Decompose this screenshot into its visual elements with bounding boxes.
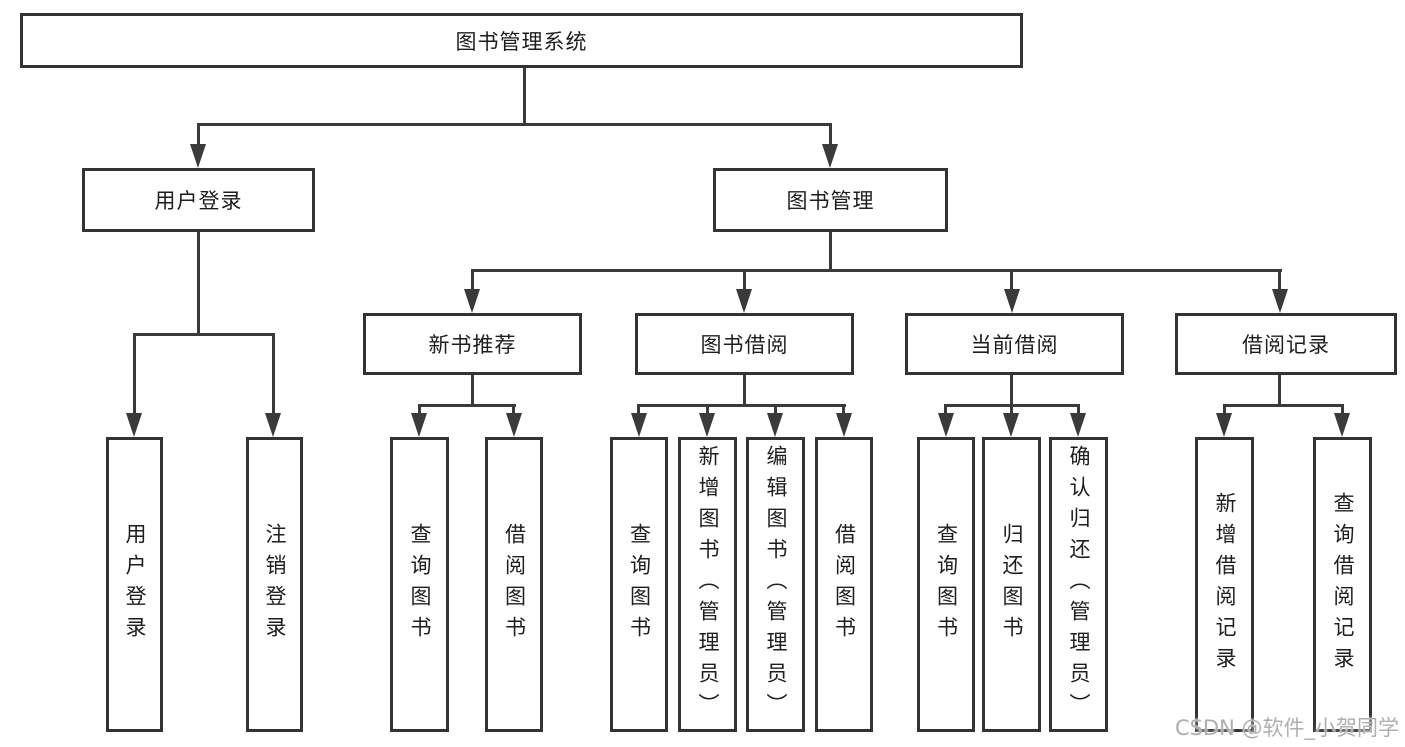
node-bb-search-book: 查询图书 <box>610 437 668 732</box>
arrow-down-icon <box>1272 289 1288 313</box>
connector-line <box>471 375 474 407</box>
arrow-down-icon <box>506 413 522 437</box>
connector-line <box>418 404 516 407</box>
node-borrow-records-label: 借阅记录 <box>1242 333 1330 357</box>
node-logout-leaf-label: 注销登录 <box>263 522 287 647</box>
connector-line <box>197 232 200 335</box>
node-book-mgmt-label: 图书管理 <box>786 189 875 213</box>
node-rec-borrow-book-label: 借阅图书 <box>502 522 527 647</box>
node-cb-search-book-label: 查询图书 <box>934 522 959 647</box>
connector-line <box>743 269 746 292</box>
node-bb-add-book-label: 新增图书（管理员） <box>696 445 720 724</box>
connector-line <box>1223 404 1226 416</box>
arrow-down-icon <box>1070 413 1086 437</box>
node-new-book-rec: 新书推荐 <box>363 313 582 375</box>
arrow-down-icon <box>631 413 647 437</box>
connector-line <box>842 404 845 416</box>
node-br-add-record-label: 新增借阅记录 <box>1213 491 1237 678</box>
arrow-down-icon <box>126 413 142 437</box>
connector-line <box>197 123 832 126</box>
connector-line <box>1341 404 1344 416</box>
node-borrow-records: 借阅记录 <box>1175 313 1397 375</box>
arrow-down-icon <box>822 144 838 168</box>
connector-line <box>471 269 1282 272</box>
arrow-down-icon <box>836 413 852 437</box>
connector-line <box>1278 269 1281 292</box>
arrow-down-icon <box>464 289 480 313</box>
connector-line <box>1223 404 1344 407</box>
node-bb-borrow-book-label: 借阅图书 <box>832 522 857 647</box>
connector-line <box>1278 375 1281 407</box>
connector-line <box>133 333 275 336</box>
connector-line <box>829 232 832 272</box>
node-bb-search-book-label: 查询图书 <box>627 522 652 647</box>
node-user-login: 用户登录 <box>82 168 315 232</box>
connector-line <box>418 404 421 416</box>
node-logout-leaf: 注销登录 <box>246 437 303 732</box>
node-cb-confirm-return: 确认归还（管理员） <box>1049 437 1108 732</box>
connector-line <box>512 404 515 416</box>
node-bb-add-book: 新增图书（管理员） <box>678 437 737 732</box>
connector-line <box>1010 375 1013 407</box>
arrow-down-icon <box>767 413 783 437</box>
connector-line <box>523 67 526 126</box>
node-cb-search-book: 查询图书 <box>917 437 975 732</box>
connector-line <box>944 404 947 416</box>
node-login-leaf-label: 用户登录 <box>123 522 147 647</box>
arrow-down-icon <box>190 144 206 168</box>
node-rec-borrow-book: 借阅图书 <box>485 437 543 732</box>
connector-line <box>471 269 474 292</box>
node-bb-edit-book-label: 编辑图书（管理员） <box>764 445 788 724</box>
connector-line <box>706 404 709 416</box>
node-current-borrow: 当前借阅 <box>905 313 1124 375</box>
connector-line <box>272 333 275 415</box>
connector-line <box>1010 269 1013 292</box>
connector-line <box>1010 404 1013 416</box>
node-br-add-record: 新增借阅记录 <box>1195 437 1254 732</box>
node-rec-search-book: 查询图书 <box>390 437 449 732</box>
node-bb-edit-book: 编辑图书（管理员） <box>746 437 805 732</box>
node-cb-return-book: 归还图书 <box>982 437 1041 732</box>
arrow-down-icon <box>1334 413 1350 437</box>
node-book-borrow-label: 图书借阅 <box>700 333 789 357</box>
arrow-down-icon <box>411 413 427 437</box>
connector-line <box>774 404 777 416</box>
node-current-borrow-label: 当前借阅 <box>970 333 1059 357</box>
node-cb-confirm-return-label: 确认归还（管理员） <box>1067 445 1091 724</box>
node-bb-borrow-book: 借阅图书 <box>815 437 873 732</box>
node-br-search-record: 查询借阅记录 <box>1313 437 1372 732</box>
node-root: 图书管理系统 <box>20 13 1023 68</box>
connector-line <box>637 404 640 416</box>
arrow-down-icon <box>1216 413 1232 437</box>
connector-line <box>637 404 846 407</box>
connector-line <box>197 123 200 149</box>
node-cb-return-book-label: 归还图书 <box>1000 522 1024 647</box>
node-book-mgmt: 图书管理 <box>713 168 948 232</box>
node-root-label: 图书管理系统 <box>455 29 588 54</box>
node-br-search-record-label: 查询借阅记录 <box>1331 491 1355 678</box>
csdn-watermark: CSDN @软件_小贺同学 <box>1174 716 1399 740</box>
arrow-down-icon <box>1003 413 1019 437</box>
arrow-down-icon <box>265 413 281 437</box>
node-rec-search-book-label: 查询图书 <box>408 522 432 647</box>
arrow-down-icon <box>699 413 715 437</box>
connector-line <box>1077 404 1080 416</box>
node-book-borrow: 图书借阅 <box>635 313 854 375</box>
connector-line <box>133 333 136 415</box>
arrow-down-icon <box>736 289 752 313</box>
node-new-book-rec-label: 新书推荐 <box>428 333 517 357</box>
connector-line <box>743 375 746 407</box>
node-login-leaf: 用户登录 <box>106 437 163 732</box>
arrow-down-icon <box>938 413 954 437</box>
arrow-down-icon <box>1004 289 1020 313</box>
node-user-login-label: 用户登录 <box>154 189 243 213</box>
connector-line <box>829 123 832 149</box>
